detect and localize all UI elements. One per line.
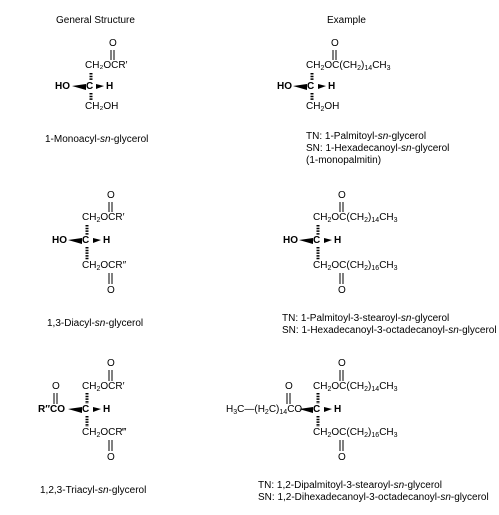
c2-hydroxyl: HO bbox=[283, 235, 298, 246]
c2-hydrogen: H bbox=[334, 235, 342, 246]
diacyl-tn-name: TN: 1-Palmitoyl-3-stearoyl-sn-glycerol bbox=[282, 313, 450, 324]
carbonyl-oxygen-bottom: O bbox=[107, 285, 115, 296]
c2-acyloxy: H3C—(H2C)14CO bbox=[226, 404, 303, 416]
c3-substituent: CH2OC(CH2)16CH3 bbox=[313, 260, 398, 272]
monoacyl-caption: 1-Monoacyl-sn-glycerol bbox=[45, 134, 149, 145]
c2-hydrogen: H bbox=[103, 235, 111, 246]
c2-hydroxyl: HO bbox=[277, 81, 292, 92]
c1-substituent: CH2OC(CH2)14CH3 bbox=[306, 60, 391, 72]
carbonyl-oxygen-left: O bbox=[285, 381, 293, 392]
chiral-carbon: C bbox=[86, 81, 94, 92]
c2-hydroxyl: HO bbox=[55, 81, 70, 92]
chiral-carbon: C bbox=[82, 404, 90, 415]
triacyl-sn-name: SN: 1,2-Dihexadecanoyl-3-octadecanoyl-sn… bbox=[258, 492, 489, 503]
c2-hydrogen: H bbox=[328, 81, 336, 92]
c3-substituent: CH2OCR‴ bbox=[82, 427, 127, 439]
carbonyl-oxygen-bottom: O bbox=[338, 285, 346, 296]
carbonyl-oxygen: O bbox=[109, 38, 117, 49]
triacyl-caption: 1,2,3-Triacyl-sn-glycerol bbox=[40, 485, 147, 496]
chiral-carbon: C bbox=[313, 404, 321, 415]
c1-substituent: CH2OCR′ bbox=[82, 212, 125, 224]
carbonyl-oxygen-top: O bbox=[107, 190, 115, 201]
chiral-carbon: C bbox=[82, 235, 90, 246]
example-header: Example bbox=[327, 15, 366, 26]
carbonyl-oxygen-bottom: O bbox=[338, 452, 346, 463]
c1-substituent: CH2OC(CH2)14CH3 bbox=[313, 212, 398, 224]
carbonyl-oxygen-top: O bbox=[338, 190, 346, 201]
triacyl-tn-name: TN: 1,2-Dipalmitoyl-3-stearoyl-sn-glycer… bbox=[258, 480, 442, 491]
carbonyl-oxygen-top: O bbox=[107, 358, 115, 369]
c1-substituent: CH₂OCR′ bbox=[85, 60, 128, 71]
c2-hydrogen: H bbox=[334, 404, 342, 415]
c3-substituent: CH2OCR″ bbox=[82, 260, 127, 272]
c1-substituent: CH2OCR′ bbox=[82, 381, 125, 393]
carbonyl-oxygen-top: O bbox=[338, 358, 346, 369]
monoacyl-sn-name: SN: 1-Hexadecanoyl-sn-glycerol bbox=[306, 143, 450, 154]
c2-acyloxy: R″CO bbox=[38, 404, 66, 415]
carbonyl-oxygen-bottom: O bbox=[107, 452, 115, 463]
carbonyl-oxygen-left: O bbox=[52, 381, 60, 392]
general-structure-header: General Structure bbox=[56, 15, 135, 26]
c2-hydroxyl: HO bbox=[52, 235, 67, 246]
diacyl-sn-name: SN: 1-Hexadecanoyl-3-octadecanoyl-sn-gly… bbox=[282, 325, 497, 336]
wedge-bonds bbox=[68, 84, 332, 413]
carbonyl-oxygen: O bbox=[331, 38, 339, 49]
monoacyl-common-name: (1-monopalmitin) bbox=[306, 155, 382, 166]
c3-substituent: CH2OC(CH2)16CH3 bbox=[313, 427, 398, 439]
c1-substituent: CH2OC(CH2)14CH3 bbox=[313, 381, 398, 393]
monoacyl-tn-name: TN: 1-Palmitoyl-sn-glycerol bbox=[306, 131, 427, 142]
chiral-carbon: C bbox=[307, 81, 315, 92]
c3-substituent: CH₂OH bbox=[85, 101, 119, 112]
c3-substituent: CH2OH bbox=[306, 101, 340, 113]
chiral-carbon: C bbox=[313, 235, 321, 246]
diacyl-caption: 1,3-Diacyl-sn-glycerol bbox=[47, 318, 144, 329]
c2-hydrogen: H bbox=[103, 404, 111, 415]
c2-hydrogen: H bbox=[106, 81, 114, 92]
